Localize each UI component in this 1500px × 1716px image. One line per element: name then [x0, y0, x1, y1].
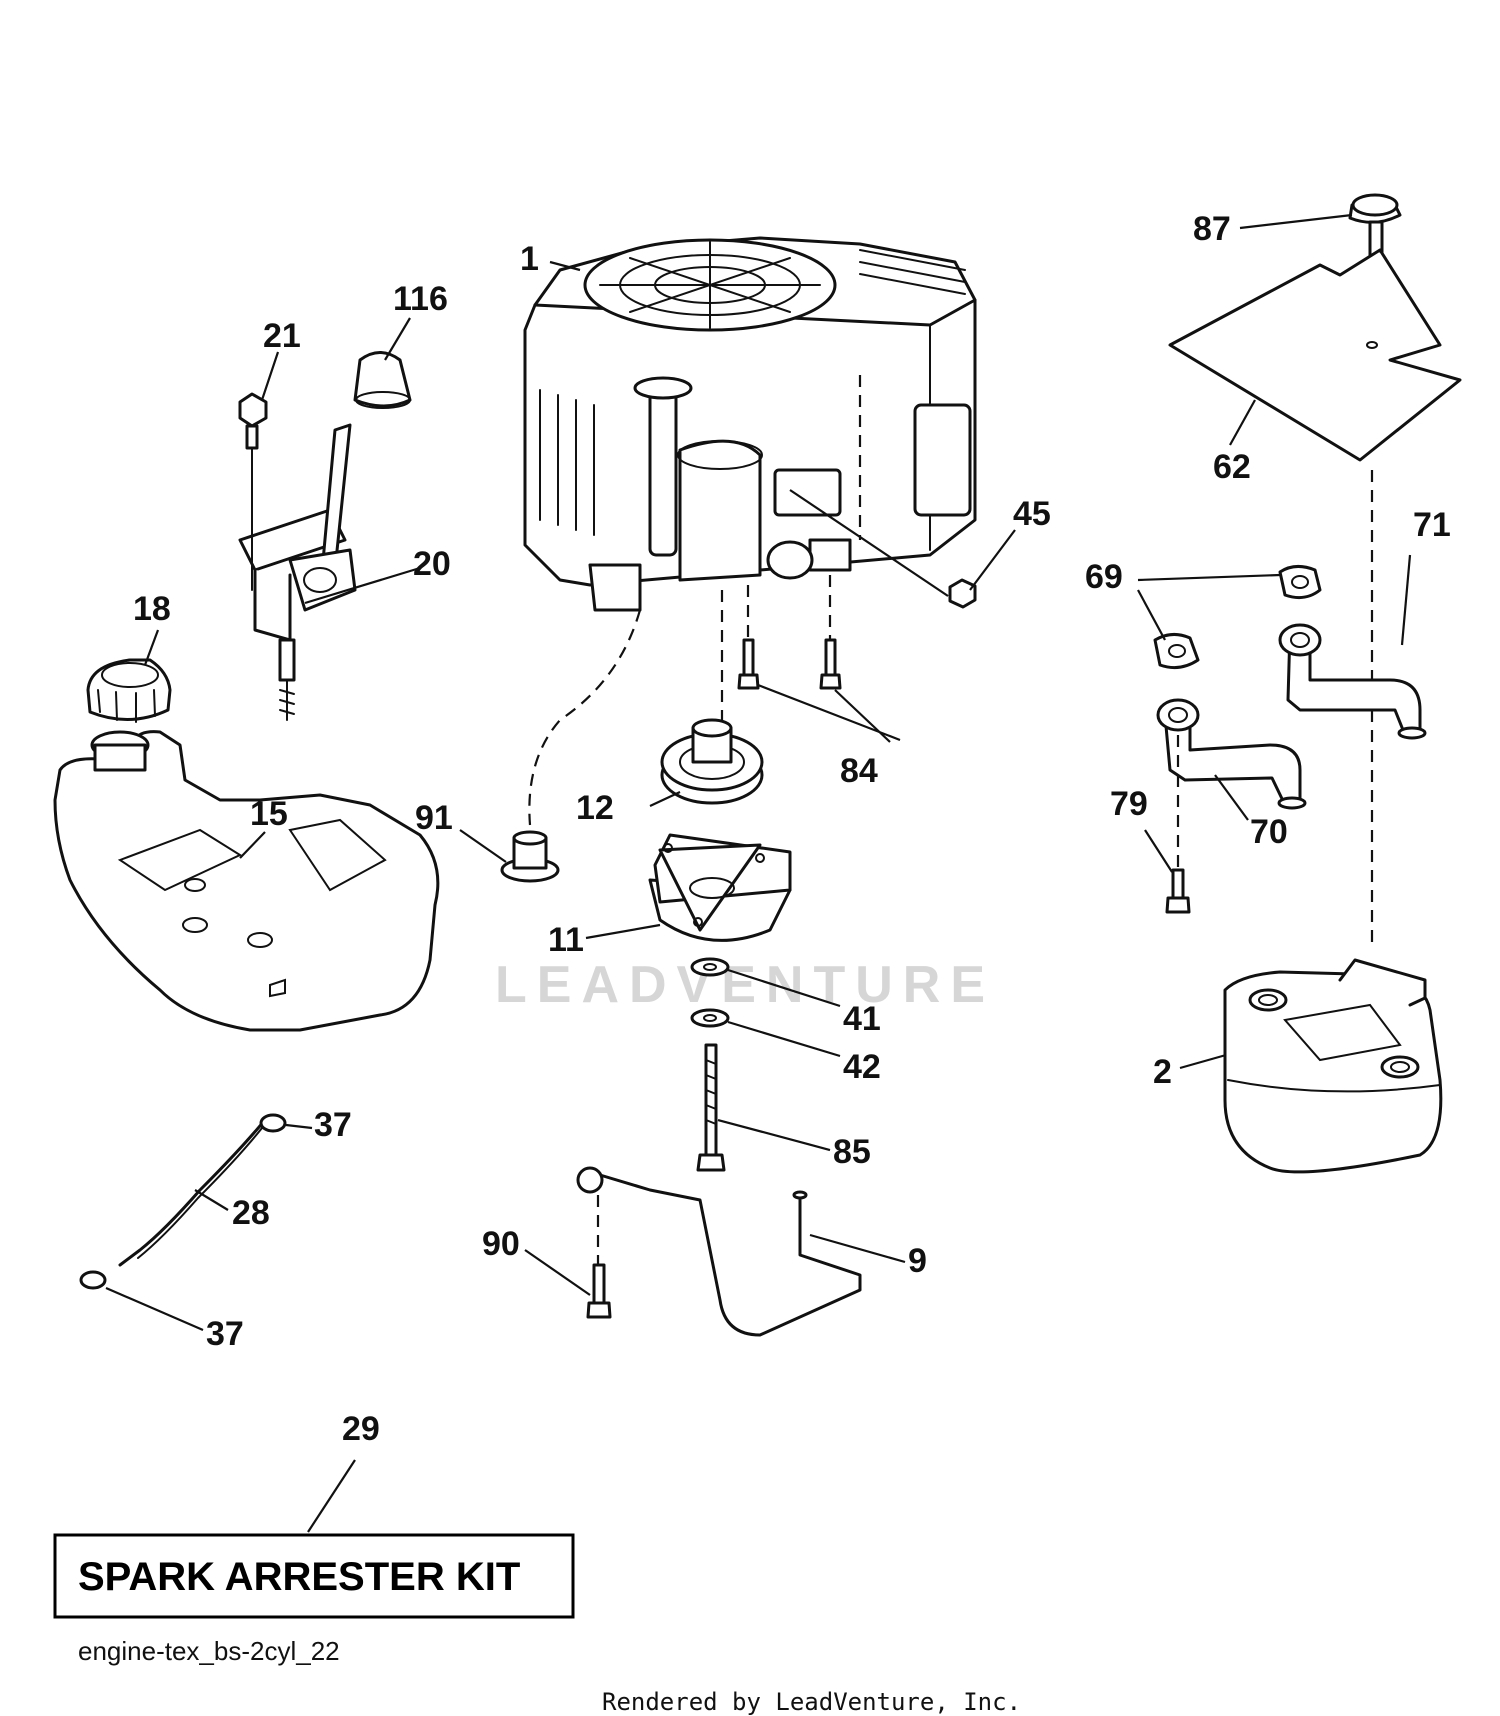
callout-62: 62	[1213, 448, 1251, 486]
callout-21: 21	[263, 317, 301, 355]
muffler-2-part	[1223, 958, 1443, 1174]
callout-84: 84	[840, 752, 878, 790]
callout-69: 69	[1085, 558, 1123, 596]
washer-42-part	[690, 1008, 730, 1028]
callout-1: 1	[520, 240, 539, 278]
fuel-cap-part	[86, 658, 172, 723]
bolt-79-part	[1165, 868, 1191, 914]
rod-9-part	[576, 1166, 862, 1337]
diagram-code: engine-tex_bs-2cyl_22	[78, 1636, 340, 1666]
callout-labels: 1 116 21 20 18 15 45 84 12 91 11 41 42 8…	[133, 210, 1451, 1448]
callout-28: 28	[232, 1194, 270, 1232]
exhaust-pipe-70-part	[1156, 698, 1307, 870]
bolt-90-part	[586, 1195, 612, 1319]
callout-9: 9	[908, 1242, 927, 1280]
clutch-11-part	[648, 833, 792, 942]
washer-41-part	[690, 957, 730, 977]
exhaust-pipe-71-part	[1278, 623, 1427, 740]
bolts-84-part	[737, 575, 842, 690]
pulley-12-part	[660, 590, 764, 805]
bolt-21-part	[238, 392, 268, 591]
throttle-control-part	[238, 423, 357, 721]
callout-79: 79	[1110, 785, 1148, 823]
fuel-line-28-part	[118, 1118, 267, 1267]
callout-71: 71	[1413, 506, 1451, 544]
callout-116: 116	[393, 280, 448, 318]
callout-45: 45	[1013, 495, 1051, 533]
bolt-85-part	[696, 1043, 726, 1172]
callout-2: 2	[1153, 1053, 1172, 1091]
engine-part	[523, 236, 977, 612]
callout-90: 90	[482, 1225, 520, 1263]
callout-15: 15	[250, 795, 288, 833]
callout-85: 85	[833, 1133, 871, 1171]
callout-87: 87	[1193, 210, 1231, 248]
gasket-69-part	[1153, 565, 1322, 670]
callout-91: 91	[415, 799, 453, 837]
spacer-91-part	[500, 609, 642, 883]
render-credit: Rendered by LeadVenture, Inc.	[602, 1688, 1021, 1716]
callout-70: 70	[1250, 813, 1288, 851]
hose-clamp-37b-part	[79, 1270, 107, 1290]
callout-20: 20	[413, 545, 451, 583]
callout-12: 12	[576, 789, 614, 827]
callout-41: 41	[843, 1000, 881, 1038]
fuel-tank-part	[53, 730, 440, 1032]
callout-37-bottom: 37	[206, 1315, 244, 1353]
kit-label: SPARK ARRESTER KIT	[78, 1555, 520, 1599]
nut-45-part	[948, 578, 977, 609]
hose-clamp-37a-part	[259, 1113, 287, 1133]
callout-11: 11	[548, 921, 584, 959]
heat-shield-62-part	[1168, 248, 1462, 950]
leader-lines	[105, 213, 1412, 1533]
callout-42: 42	[843, 1048, 881, 1086]
callout-18: 18	[133, 590, 171, 628]
watermark-text: LEADVENTURE	[495, 956, 995, 1014]
throttle-knob-part	[353, 351, 412, 409]
callout-37-top: 37	[314, 1106, 352, 1144]
callout-29: 29	[342, 1410, 380, 1448]
kit-box	[53, 1533, 575, 1619]
